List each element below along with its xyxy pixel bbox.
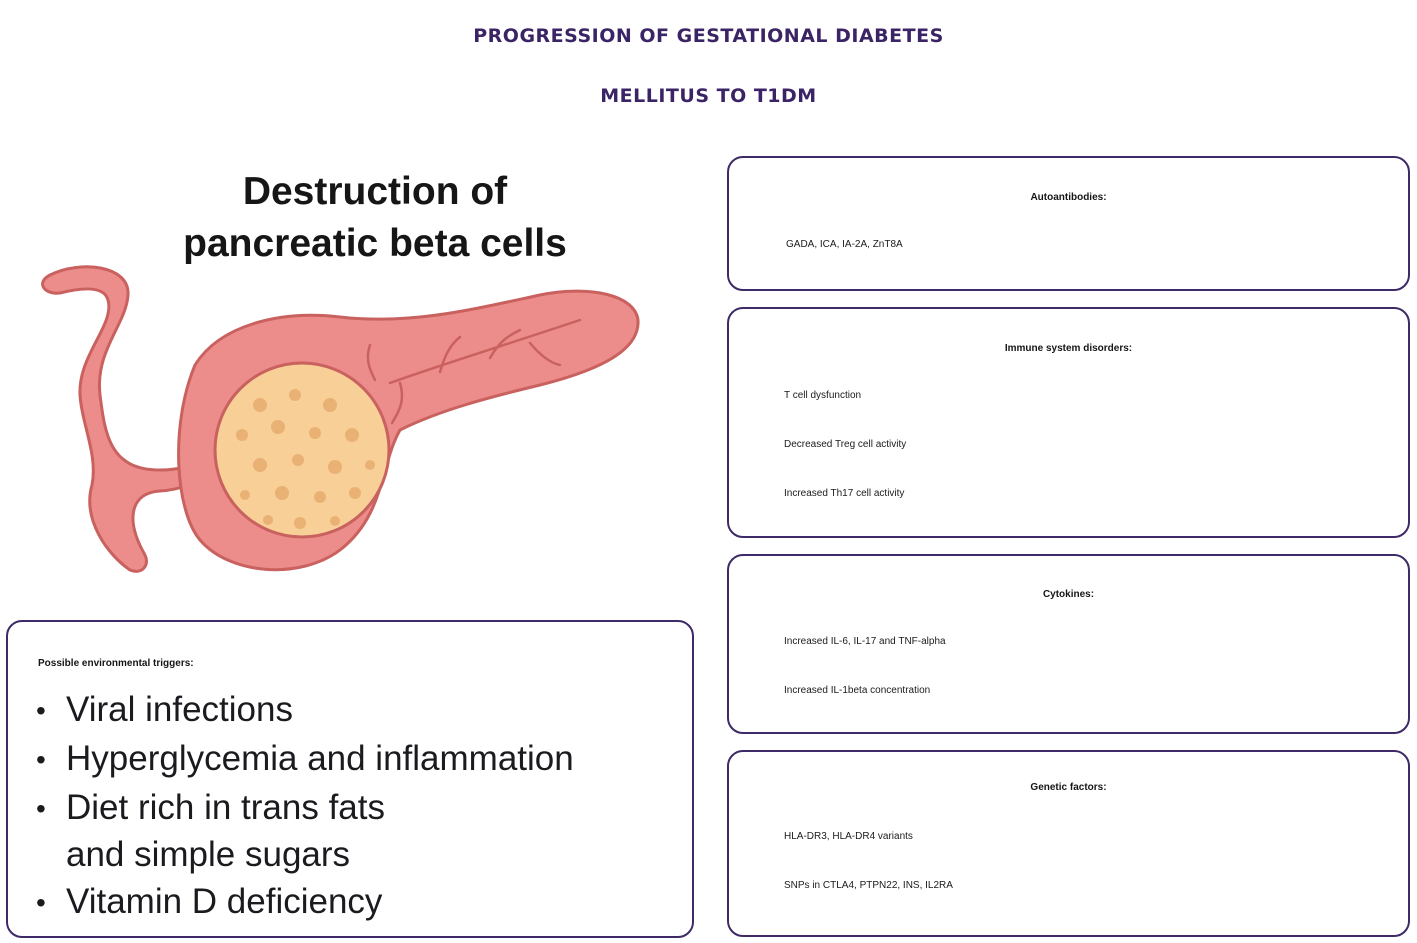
environmental-triggers-list: • Viral infections • Hyperglycemia and i… xyxy=(8,686,692,927)
islet-cells xyxy=(236,389,375,529)
list-item-text: and simple sugars xyxy=(66,835,351,874)
page-title: PROGRESSION OF GESTATIONAL DIABETES MELL… xyxy=(0,6,1417,126)
list-item-text: Vitamin D deficiency xyxy=(66,882,383,921)
pancreas-heading-line-2: pancreatic beta cells xyxy=(183,222,567,265)
pancreas-illustration xyxy=(41,265,640,573)
title-line-2: MELLITUS TO T1DM xyxy=(600,85,817,107)
autoantibodies-heading: Autoantibodies: xyxy=(1030,192,1107,203)
pancreas-vein xyxy=(366,318,582,425)
list-item: • Viral infections xyxy=(36,686,692,735)
title-line-1: PROGRESSION OF GESTATIONAL DIABETES xyxy=(473,25,944,47)
pancreatic-duct xyxy=(41,265,217,573)
autoantibodies-line: GADA, ICA, IA-2A, ZnT8A xyxy=(786,239,903,250)
cytokines-box: Cytokines: Increased IL-6, IL-17 and TNF… xyxy=(727,554,1410,734)
genetic-factors-line: HLA-DR3, HLA-DR4 variants xyxy=(784,831,913,842)
list-item: • Vitamin D deficiency xyxy=(36,878,692,927)
cytokines-heading: Cytokines: xyxy=(1042,589,1095,600)
bullet: • xyxy=(36,887,46,918)
pancreas-heading-line-1: Destruction of xyxy=(242,170,508,213)
list-item-text: Diet rich in trans fats xyxy=(66,788,385,827)
environmental-triggers-box: Possible environmental triggers: • Viral… xyxy=(6,620,694,938)
genetic-factors-box: Genetic factors: HLA-DR3, HLA-DR4 varian… xyxy=(727,750,1410,937)
list-item: • Diet rich in trans fats and simple sug… xyxy=(36,784,692,878)
bullet: • xyxy=(36,793,46,824)
list-item-text: Viral infections xyxy=(66,690,293,729)
immune-disorders-line: Decreased Treg cell activity xyxy=(784,439,907,450)
immune-disorders-heading: Immune system disorders: xyxy=(1004,343,1133,354)
pancreas-heading: Destruction of pancreatic beta cells xyxy=(70,166,680,270)
genetic-factors-line: SNPs in CTLA4, PTPN22, INS, IL2RA xyxy=(784,880,953,891)
immune-disorders-line: Increased Th17 cell activity xyxy=(784,488,905,499)
list-item: • Hyperglycemia and inflammation xyxy=(36,735,692,784)
autoantibodies-box: Autoantibodies: GADA, ICA, IA-2A, ZnT8A xyxy=(727,156,1410,291)
cytokines-line: Increased IL-1beta concentration xyxy=(784,685,931,696)
bullet: • xyxy=(36,744,46,775)
bullet: • xyxy=(36,695,46,726)
environmental-triggers-heading: Possible environmental triggers: xyxy=(38,658,194,669)
islet-of-langerhans xyxy=(213,361,391,539)
genetic-factors-heading: Genetic factors: xyxy=(1030,782,1107,793)
list-item-text: Hyperglycemia and inflammation xyxy=(66,739,574,778)
cytokines-line: Increased IL-6, IL-17 and TNF-alpha xyxy=(784,636,946,647)
immune-disorders-line: T cell dysfunction xyxy=(784,390,862,401)
immune-disorders-box: Immune system disorders: T cell dysfunct… xyxy=(727,307,1410,538)
